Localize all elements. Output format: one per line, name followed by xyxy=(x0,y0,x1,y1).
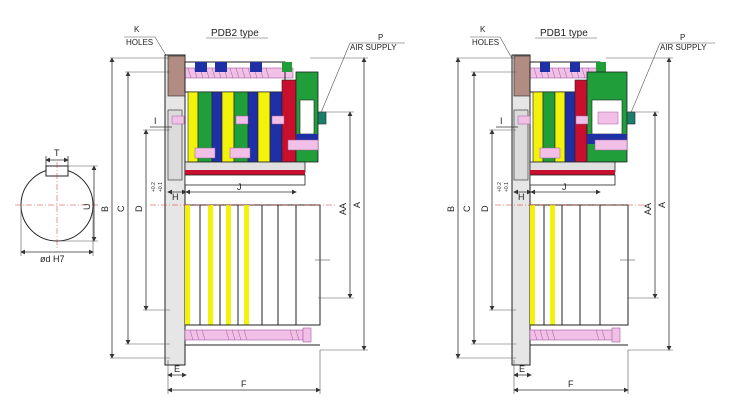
pdb2-dim-aa: AA xyxy=(338,203,348,215)
pdb1-p-label: P xyxy=(680,33,685,42)
pdb2-dim-a: A xyxy=(352,202,362,208)
pdb1-dim-tol-bot: +0.1 xyxy=(504,182,510,192)
pdb1-dim-f: F xyxy=(568,379,574,389)
pdb1-dim-h: H xyxy=(518,192,525,202)
pdb1-k-label: K xyxy=(480,25,486,34)
keyway-dia-label: ød H7 xyxy=(40,254,65,264)
pdb2-dim-j: J xyxy=(237,182,242,192)
pdb2-holes-label: HOLES xyxy=(126,38,153,47)
pdb1-dim-tol-top: +0.2 xyxy=(497,182,503,192)
pdb2-dim-c: C xyxy=(116,205,126,212)
pdb1-dim-a: A xyxy=(657,202,667,208)
pdb2-dim-e: E xyxy=(174,364,180,374)
keyway-u-label: U xyxy=(82,204,92,211)
pdb2-assembly: PDB2 type K HOLES P AIR SUPPLY xyxy=(100,25,405,394)
pdb2-p-label: P xyxy=(378,33,383,42)
keyway-detail: T U ød H7 xyxy=(15,148,100,264)
pdb2-lower-body xyxy=(184,204,321,326)
pdb1-dim-aa: AA xyxy=(643,203,653,215)
pdb1-dim-c: C xyxy=(462,205,472,212)
pdb2-dim-d: D xyxy=(134,205,144,212)
pdb1-dim-d: D xyxy=(480,205,490,212)
pdb2-dim-tol-bot: +0.1 xyxy=(158,182,164,192)
pdb1-type-label: PDB1 type xyxy=(540,28,588,39)
pdb2-air-fitting xyxy=(317,111,327,125)
pdb1-dim-i: I xyxy=(500,116,503,126)
pdb1-air-label: AIR SUPPLY xyxy=(660,43,707,52)
pdb2-air-label: AIR SUPPLY xyxy=(350,43,397,52)
pdb2-hub-plate xyxy=(164,54,186,366)
pdb1-holes-label: HOLES xyxy=(472,38,499,47)
keyway-t-label: T xyxy=(54,148,60,158)
pdb1-dim-j: J xyxy=(562,182,567,192)
pdb2-dim-i: I xyxy=(154,116,157,126)
pdb1-dim-e: E xyxy=(519,364,525,374)
pdb2-dim-b: B xyxy=(100,206,110,212)
pdb1-air-fitting xyxy=(626,111,636,125)
pdb1-lower-body xyxy=(529,204,629,326)
pdb1-dim-b: B xyxy=(446,206,456,212)
pdb2-dim-h: H xyxy=(172,192,179,202)
pdb1-hub-plate xyxy=(511,54,531,366)
pdb1-assembly: PDB1 type K HOLES P AIR SUPPLY xyxy=(446,25,715,394)
pdb2-dim-tol-top: +0.2 xyxy=(151,182,157,192)
pdb2-type-label: PDB2 type xyxy=(211,28,259,39)
pdb2-dim-f: F xyxy=(241,379,247,389)
pdb2-k-label: K xyxy=(134,25,140,34)
